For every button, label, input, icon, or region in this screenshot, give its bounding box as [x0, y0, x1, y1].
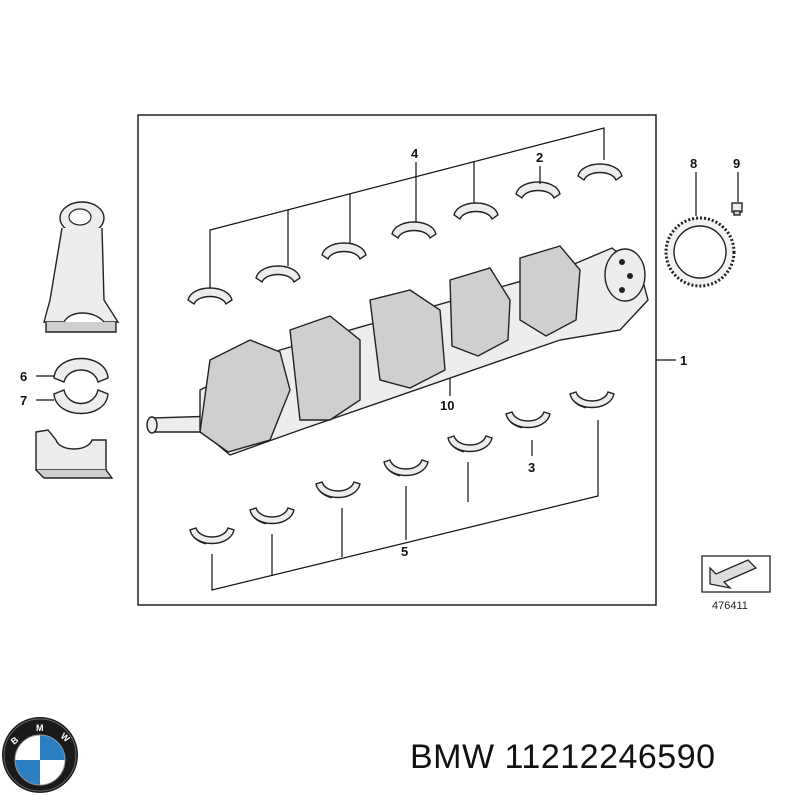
bearing-shell-icon [53, 357, 109, 415]
logo-letter-b: B [9, 734, 21, 746]
callout-2: 2 [536, 150, 543, 165]
leader-lines [36, 127, 739, 591]
callout-6: 6 [20, 369, 27, 384]
callout-9: 9 [733, 156, 740, 171]
bearing-cap-icon [35, 429, 114, 479]
caption-brand: BMW [410, 738, 495, 776]
connecting-rod-icon [43, 201, 120, 333]
callout-4: 4 [411, 146, 419, 161]
crankshaft-icon [146, 245, 649, 456]
reference-number: 476411 [712, 600, 748, 612]
bmw-logo-icon: B M W [2, 717, 78, 793]
callout-5: 5 [401, 544, 408, 559]
flywheel-ring-icon [664, 216, 736, 288]
part-number-caption: BMW 11212246590 [410, 738, 716, 777]
callout-3: 3 [528, 460, 535, 475]
callout-7: 7 [20, 393, 27, 408]
logo-letter-m: M [36, 723, 44, 733]
caption-part-number: 11212246590 [504, 738, 716, 776]
callout-10: 10 [440, 398, 454, 413]
bolt-icon [731, 202, 743, 216]
arrow-stamp-icon [701, 555, 771, 593]
callout-1: 1 [680, 353, 687, 368]
callout-8: 8 [690, 156, 697, 171]
